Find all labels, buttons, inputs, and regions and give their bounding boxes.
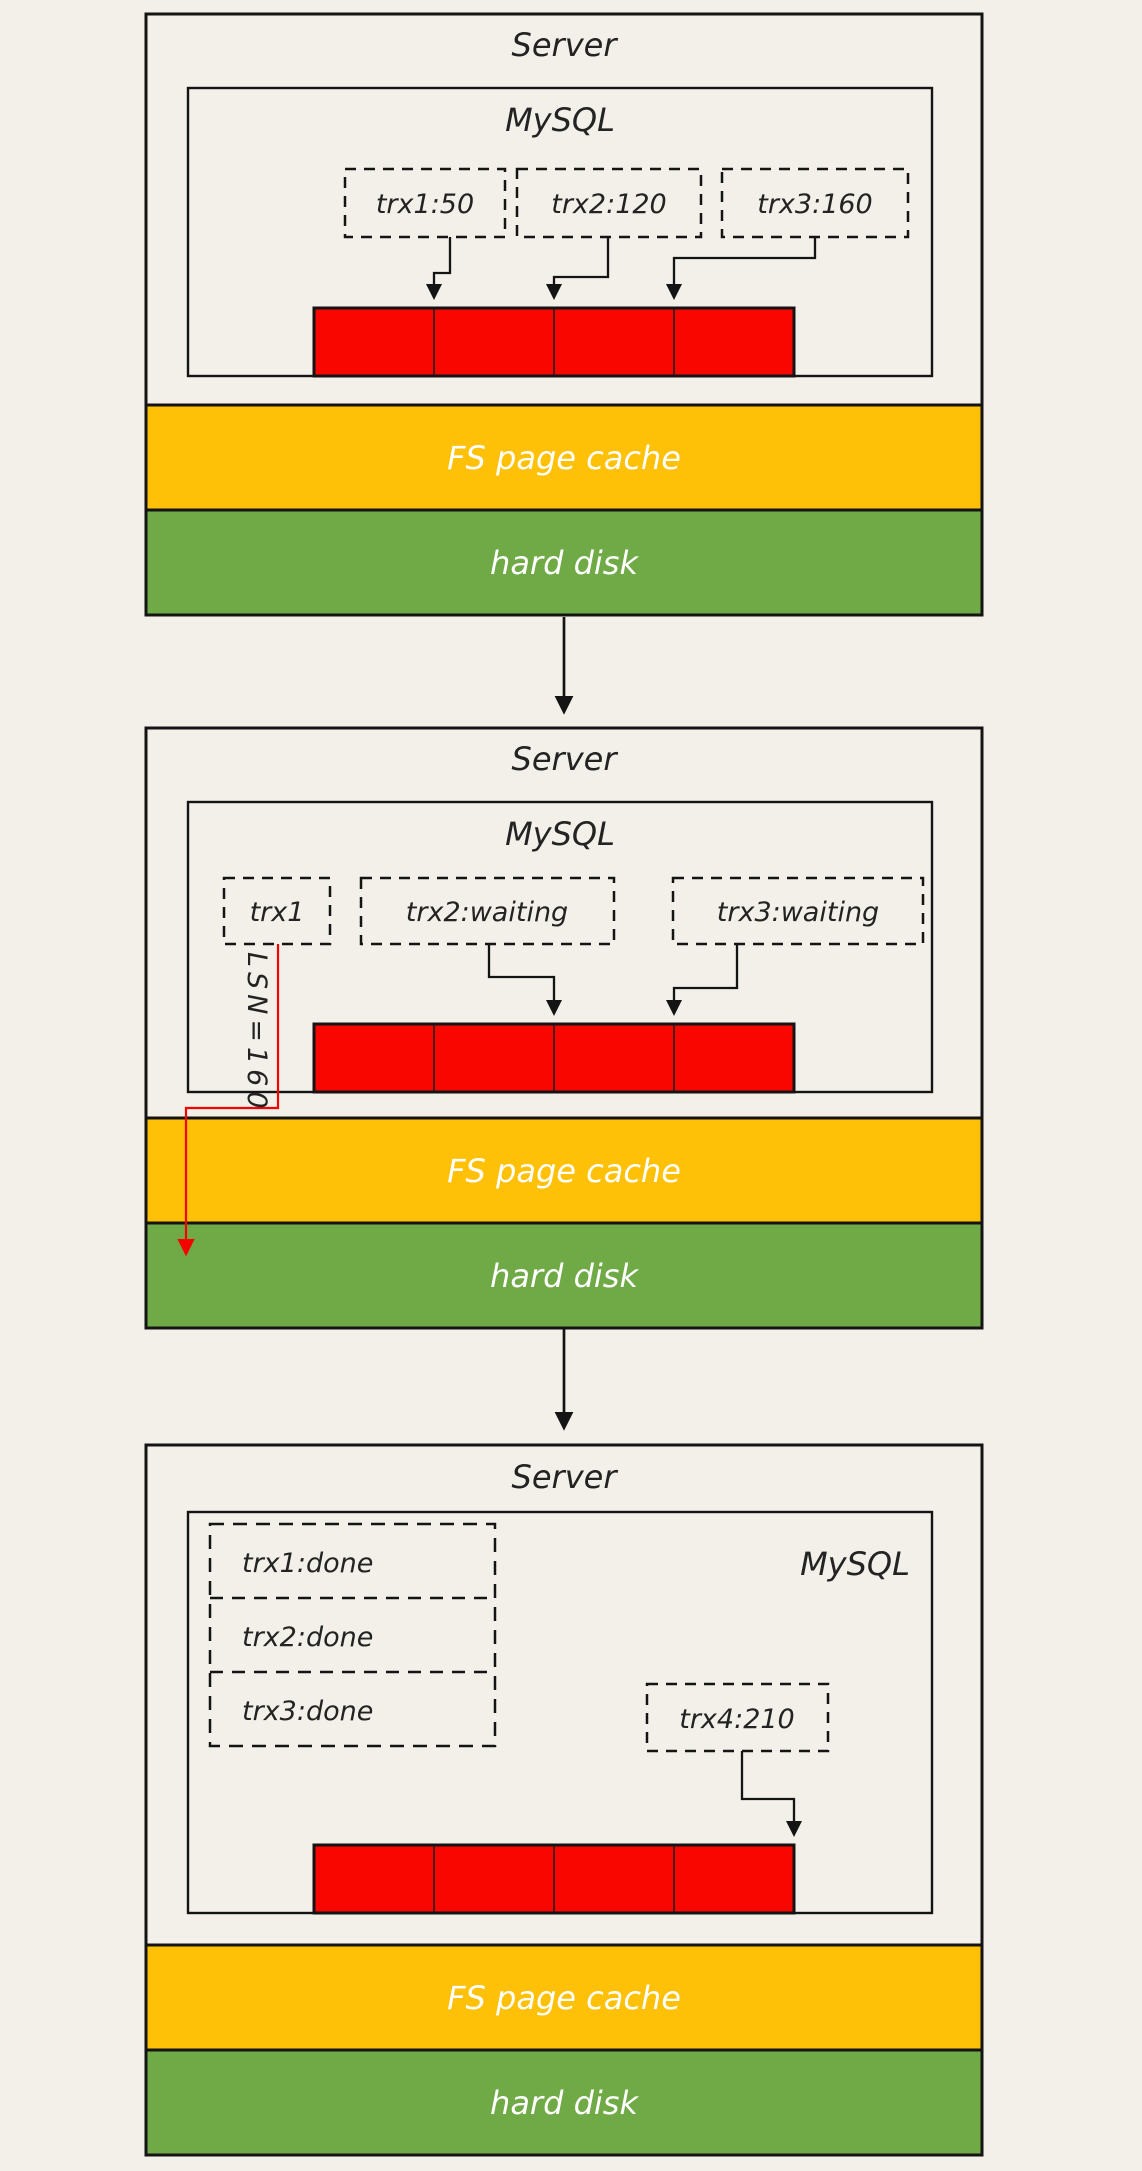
stage2-trx3-label: trx3:waiting [717, 897, 879, 928]
stage2-trx3-arrow [665, 944, 739, 1017]
stage2-lsn-write-arrow [177, 944, 280, 1257]
stage2-trx1-label: trx1 [250, 897, 305, 928]
stage2-hard-disk-label: hard disk [490, 1257, 639, 1295]
stage3-fs-page-cache-bar [144, 1943, 984, 2052]
stage2-trx2-label: trx2:waiting [406, 897, 568, 928]
stage1-trx2-label: trx2:120 [551, 189, 666, 220]
stage3-trx4-label: trx4:210 [679, 1704, 794, 1735]
stage-3: Server MySQL trx1:done trx2:done trx3:do… [144, 1443, 984, 2157]
stage2-fs-page-cache-bar [144, 1116, 984, 1225]
stage3-trx3-label: trx3:done [242, 1696, 373, 1727]
stage1-trx3-box [720, 167, 910, 239]
stage3-hard-disk-bar [144, 2048, 984, 2157]
stage1-trx2-arrow [545, 237, 610, 301]
stage2-lsn-annotation: LSN=160 [241, 952, 272, 1114]
stage-2: Server MySQL trx1 trx2:waiting trx3:wait… [144, 726, 984, 1330]
stage3-done-list-box [208, 1522, 497, 1748]
stage1-trx3-label: trx3:160 [757, 189, 872, 220]
stage3-mysql-label: MySQL [800, 1545, 910, 1583]
stage-1: Server MySQL trx1:50 trx2:120 trx3:160 F… [144, 12, 984, 617]
stage1-trx3-arrow [665, 237, 817, 301]
stage3-trx4-box [645, 1682, 830, 1753]
stage1-hard-disk-bar [144, 508, 984, 617]
stage2-fs-page-cache-label: FS page cache [447, 1152, 681, 1190]
stage1-fs-page-cache-label: FS page cache [447, 439, 681, 477]
stage3-trx4-arrow [740, 1751, 803, 1838]
stage3-hard-disk-label: hard disk [490, 2084, 639, 2122]
stage2-hard-disk-bar [144, 1221, 984, 1330]
stage3-trx1-label: trx1:done [242, 1548, 373, 1579]
stage1-mysql-label: MySQL [505, 101, 615, 139]
stage1-trx1-box [343, 167, 507, 239]
stage1-server-label: Server [512, 26, 619, 64]
stage1-trx1-arrow [425, 237, 452, 301]
stage2-trx2-arrow [487, 944, 563, 1017]
stage2-trx1-box [222, 876, 332, 946]
stage3-fs-page-cache-label: FS page cache [447, 1979, 681, 2017]
stage3-trx2-label: trx2:done [242, 1622, 373, 1653]
stage2-trx3-box [671, 876, 925, 946]
stage2-mysql-label: MySQL [505, 815, 615, 853]
stage1-hard-disk-label: hard disk [490, 544, 639, 582]
stage3-server-label: Server [512, 1458, 619, 1496]
stage2-server-label: Server [512, 740, 619, 778]
stage1-fs-page-cache-bar [144, 403, 984, 512]
stage2-trx2-box [359, 876, 616, 946]
stage1-trx1-label: trx1:50 [376, 189, 474, 220]
